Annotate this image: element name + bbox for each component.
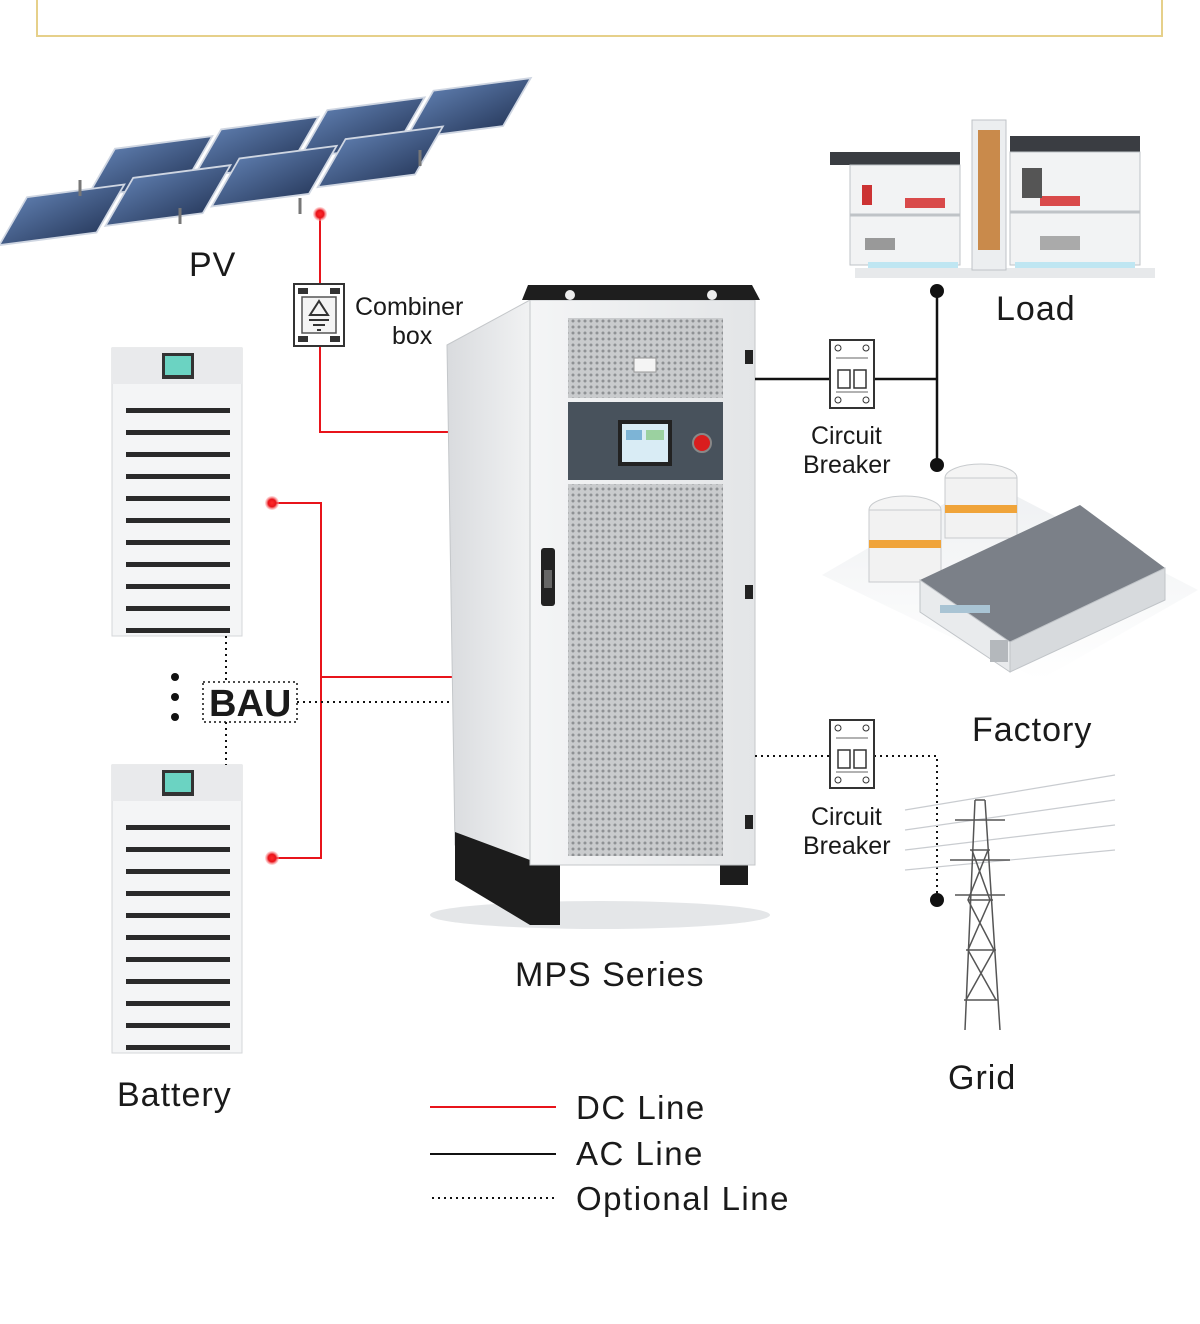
- combiner-box-label-line1: Combiner: [355, 293, 463, 321]
- mps-cabinet-image: [430, 285, 770, 929]
- grid-tower-image: [904, 774, 1116, 1031]
- battery-module-slot: [126, 979, 230, 984]
- battery-module-slot: [126, 474, 230, 479]
- factory-image: [822, 463, 1198, 680]
- grid-label: Grid: [948, 1059, 1016, 1097]
- combiner-box-icon: [293, 283, 345, 347]
- circuit-breaker-2-label-line2: Breaker: [803, 832, 891, 860]
- pv-connection-dot: [313, 207, 327, 221]
- factory-connection-dot: [930, 458, 944, 472]
- bau-label: BAU: [209, 683, 291, 725]
- battery-module-slot: [126, 847, 230, 852]
- battery-module-slot: [126, 935, 230, 940]
- battery-module-slot: [126, 1023, 230, 1028]
- battery-module-slot: [126, 628, 230, 633]
- battery-stack-top-image: [111, 347, 243, 637]
- circuit-breaker-1-icon: [829, 339, 875, 409]
- top-border: [36, 0, 1163, 37]
- grid-connection-dot: [930, 893, 944, 907]
- battery-module-slot: [126, 1045, 230, 1050]
- combiner-to-cabinet-dc-line: [319, 345, 452, 433]
- battery-module-slot: [126, 606, 230, 611]
- battery-bottom-connection-dot: [265, 851, 279, 865]
- load-label: Load: [996, 290, 1076, 328]
- battery-module-slot: [126, 957, 230, 962]
- battery-stack-bottom-image: [111, 764, 243, 1054]
- battery-module-slot: [126, 452, 230, 457]
- circuit-breaker-1-label-line2: Breaker: [803, 451, 891, 479]
- load-house-image: [830, 119, 1155, 278]
- battery-dc-bus: [272, 502, 322, 859]
- battery-module-slot: [126, 1001, 230, 1006]
- pv-panels-image: [0, 76, 533, 247]
- battery-top-connection-dot: [265, 496, 279, 510]
- battery-module-slot: [126, 869, 230, 874]
- battery-module-slot: [126, 584, 230, 589]
- legend-dc-line-label: DC Line: [576, 1089, 706, 1126]
- battery-module-slot: [126, 562, 230, 567]
- legend-ac-line-label: AC Line: [576, 1135, 704, 1172]
- battery-module-slot: [126, 913, 230, 918]
- circuit-breaker-2-icon: [829, 719, 875, 789]
- battery-module-slot: [126, 825, 230, 830]
- legend-optional-line-label: Optional Line: [576, 1180, 790, 1217]
- pv-label: PV: [189, 246, 236, 284]
- breaker2-to-grid-optional-line: [874, 755, 938, 900]
- battery-ellipsis-dot: [171, 673, 179, 681]
- bau-box: [202, 681, 298, 723]
- battery-label: Battery: [117, 1076, 232, 1114]
- battery-module-slot: [126, 430, 230, 435]
- load-connection-dot: [930, 284, 944, 298]
- battery-module-slot: [126, 408, 230, 413]
- battery-module-slot: [126, 540, 230, 545]
- battery-ellipsis-dot: [171, 713, 179, 721]
- combiner-box-label-line2: box: [392, 322, 433, 350]
- mps-series-label: MPS Series: [515, 956, 705, 994]
- circuit-breaker-2-label-line1: Circuit: [811, 803, 882, 831]
- battery-module-slot: [126, 891, 230, 896]
- battery-module-slot: [126, 496, 230, 501]
- factory-label: Factory: [972, 711, 1092, 749]
- battery-module-slot: [126, 518, 230, 523]
- battery-ellipsis-dot: [171, 693, 179, 701]
- circuit-breaker-1-label-line1: Circuit: [811, 422, 882, 450]
